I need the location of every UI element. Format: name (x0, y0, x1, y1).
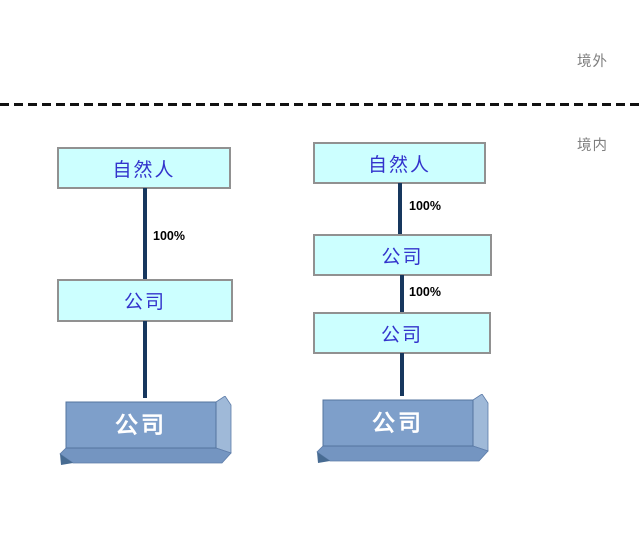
ownership-label: 100% (153, 229, 185, 243)
connector-line (400, 275, 404, 313)
right-target-company-cube: 公司 (315, 394, 491, 464)
border-dashed-divider (0, 103, 640, 106)
onshore-region-label: 境内 (577, 138, 608, 154)
node-label: 公司 (123, 292, 166, 313)
node-label: 自然人 (112, 159, 176, 181)
right-company-box-1: 公司 (313, 234, 492, 276)
connector-line (398, 183, 402, 235)
connector-line (143, 188, 147, 279)
left-target-company-cube: 公司 (58, 396, 234, 466)
left-natural-person-box: 自然人 (57, 147, 231, 189)
node-label: 公司 (115, 413, 167, 438)
connector-line (400, 353, 404, 396)
node-label: 公司 (381, 246, 424, 268)
cube-3d-shape: 公司 (59, 396, 232, 465)
node-label: 公司 (372, 411, 424, 436)
node-label: 公司 (380, 324, 423, 346)
ownership-label: 100% (409, 285, 441, 299)
left-company-box: 公司 (57, 279, 233, 322)
connector-line (143, 321, 147, 398)
offshore-region-label: 境外 (577, 54, 608, 70)
right-natural-person-box: 自然人 (313, 142, 486, 184)
right-company-box-2: 公司 (313, 312, 491, 354)
node-label: 自然人 (367, 154, 431, 176)
cube-3d-shape: 公司 (316, 394, 489, 463)
ownership-label: 100% (409, 199, 441, 213)
